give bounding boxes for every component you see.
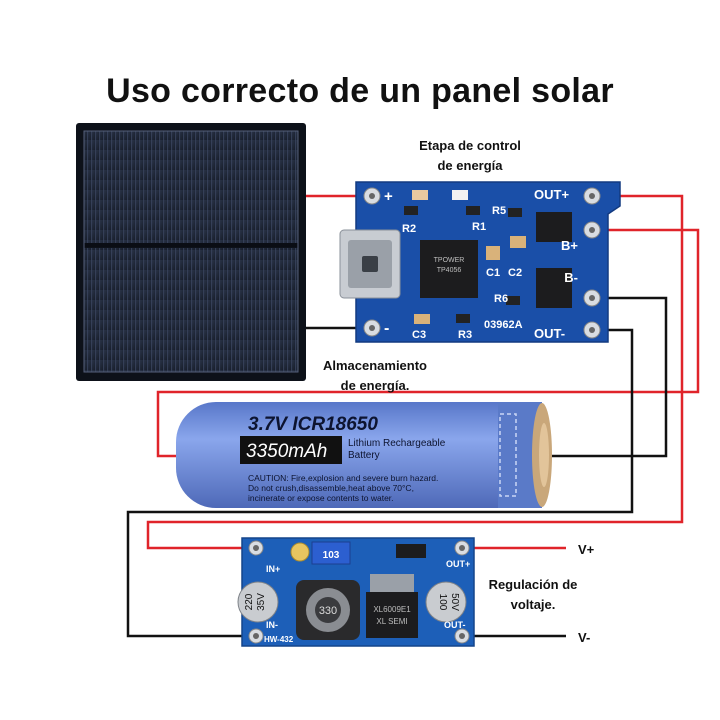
svg-text:incinerate or expose contents: incinerate or expose contents to water. bbox=[248, 493, 394, 503]
battery-capacity: 3350mAh bbox=[246, 441, 327, 462]
svg-text:50V: 50V bbox=[449, 593, 460, 611]
battery-model: 3.7V ICR18650 bbox=[248, 414, 378, 435]
label-v-minus: V- bbox=[578, 630, 591, 645]
capacity-label-box bbox=[240, 436, 342, 464]
svg-text:OUT-: OUT- bbox=[534, 326, 565, 341]
svg-text:Lithium Rechargeable: Lithium Rechargeable bbox=[348, 438, 446, 449]
svg-text:03962A: 03962A bbox=[484, 319, 523, 331]
label-voltage-regulation: Regulación de voltaje. bbox=[488, 577, 578, 612]
svg-text:XL6009E1: XL6009E1 bbox=[373, 605, 411, 614]
svg-text:IN-: IN- bbox=[266, 620, 278, 630]
svg-text:B-: B- bbox=[564, 270, 578, 285]
svg-text:C2: C2 bbox=[508, 267, 522, 279]
svg-text:220: 220 bbox=[244, 593, 255, 610]
battery-18650: 3.7V ICR18650 3350mAh Lithium Rechargeab… bbox=[176, 402, 552, 508]
solar-panel bbox=[76, 123, 306, 381]
potentiometer bbox=[311, 541, 351, 565]
svg-text:TP4056: TP4056 bbox=[437, 267, 462, 274]
svg-text:R3: R3 bbox=[458, 329, 472, 341]
svg-text:100: 100 bbox=[437, 594, 448, 611]
svg-text:Battery: Battery bbox=[348, 450, 380, 461]
svg-text:OUT+: OUT+ bbox=[446, 559, 470, 569]
regulator-ic bbox=[366, 592, 418, 638]
svg-text:35V: 35V bbox=[256, 593, 267, 611]
svg-text:B+: B+ bbox=[561, 238, 578, 253]
svg-text:R6: R6 bbox=[494, 293, 508, 305]
svg-text:103: 103 bbox=[323, 550, 340, 561]
label-v-plus: V+ bbox=[578, 542, 595, 557]
svg-text:+: + bbox=[384, 188, 393, 205]
label-control-stage: Etapa de control de energía bbox=[419, 138, 521, 173]
wire-bplus-to-battery bbox=[156, 228, 700, 458]
charger-board: + - OUT+ B+ B- OUT- R2 R1 R5 R6 R3 C1 C2… bbox=[339, 181, 621, 343]
svg-text:XL SEMI: XL SEMI bbox=[376, 617, 407, 626]
page-title: Uso correcto de un panel solar bbox=[106, 72, 614, 110]
wire-outplus-to-regulator bbox=[146, 194, 684, 550]
capacitor-left bbox=[237, 581, 279, 623]
wire-bminus-to-battery bbox=[548, 296, 668, 458]
svg-text:Do not crush,disassemble,heat: Do not crush,disassemble,heat above 70°C… bbox=[248, 483, 414, 493]
label-energy-storage: Almacenamiento de energía. bbox=[322, 358, 428, 393]
svg-text:C1: C1 bbox=[486, 267, 500, 279]
svg-text:R5: R5 bbox=[492, 205, 506, 217]
svg-text:CAUTION: Fire,explosion and se: CAUTION: Fire,explosion and severe burn … bbox=[248, 473, 438, 483]
svg-text:OUT+: OUT+ bbox=[534, 187, 569, 202]
regulator-board: 103 220 35V 100 50V 330 XL6009E1 XL SEMI… bbox=[237, 537, 475, 647]
svg-text:HW-432: HW-432 bbox=[264, 635, 294, 644]
svg-text:TPOWER: TPOWER bbox=[434, 257, 465, 264]
capacitor-right bbox=[425, 581, 467, 623]
svg-text:C3: C3 bbox=[412, 329, 426, 341]
svg-text:R2: R2 bbox=[402, 223, 416, 235]
svg-text:330: 330 bbox=[319, 605, 337, 617]
charger-ic bbox=[420, 240, 478, 298]
svg-text:OUT-: OUT- bbox=[444, 620, 466, 630]
svg-text:R1: R1 bbox=[472, 221, 486, 233]
svg-text:-: - bbox=[384, 320, 389, 337]
wire-outminus-to-regulator bbox=[126, 328, 634, 638]
svg-text:IN+: IN+ bbox=[266, 564, 280, 574]
